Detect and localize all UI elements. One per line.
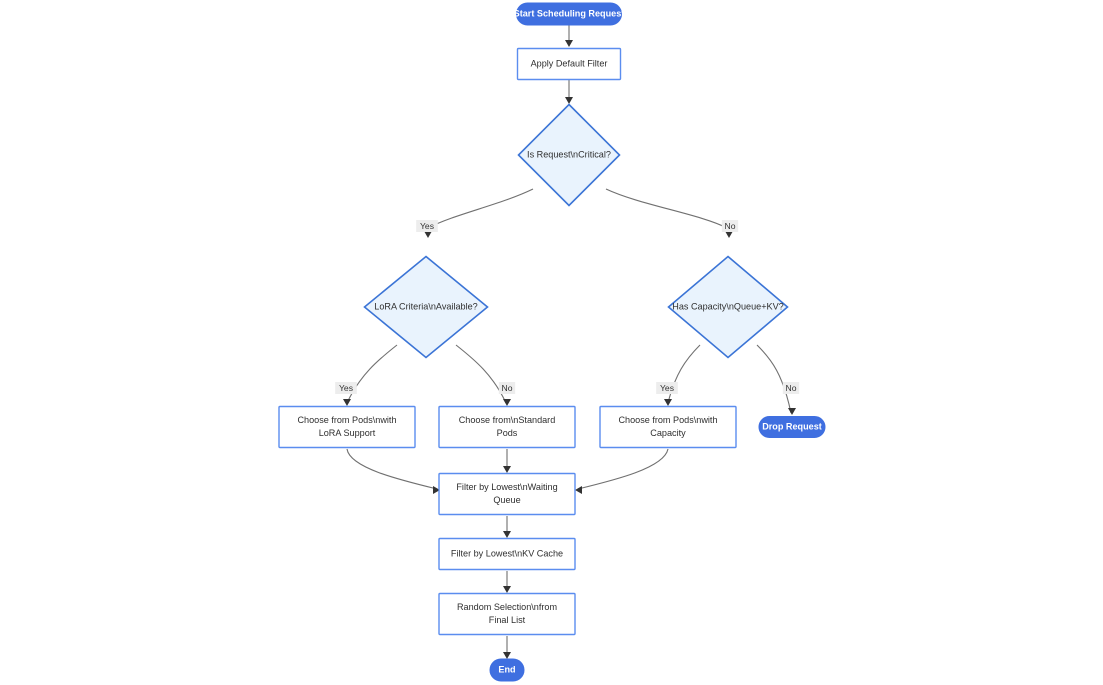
node-shape-rect-random_sel[interactable]	[438, 592, 576, 636]
arrowhead-a11	[575, 486, 582, 494]
node-label-drop: Drop Request	[762, 421, 822, 431]
node-shape-diamond-lora_crit[interactable]	[363, 255, 489, 359]
node-shape-rect-apply_filter[interactable]	[516, 47, 622, 81]
edge-lora_crit-to-pods_lora	[346, 344, 398, 404]
edge-label-bg-e4	[721, 220, 739, 232]
edge-label-text-e3: Yes	[420, 221, 434, 231]
arrowhead-a1	[565, 40, 573, 47]
node-label-filter_queue-line1: Filter by Lowest\nWaiting	[456, 482, 557, 492]
edge-label-e4: No	[721, 220, 739, 232]
node-label-random_sel-line1: Random Selection\nfrom	[457, 602, 557, 612]
node-label-apply_filter: Apply Default Filter	[531, 58, 608, 68]
node-label-pods_lora-line2: LoRA Support	[319, 428, 376, 438]
node-shape-diamond-is_critical[interactable]	[517, 103, 621, 207]
edge-label-bg-e6	[498, 382, 516, 394]
edge-label-e3: Yes	[416, 220, 438, 232]
edge-label-bg-e3	[416, 220, 438, 232]
edge-has_capacity-to-pods_cap	[667, 344, 701, 404]
edge-lora_crit-to-pods_std	[455, 344, 507, 404]
edge-pods_cap-to-filter_queue	[577, 448, 669, 490]
edge-pods_lora-to-filter_queue	[346, 448, 438, 490]
node-start[interactable]: Start Scheduling Request	[514, 2, 625, 26]
node-label-start: Start Scheduling Request	[514, 8, 625, 18]
node-label-pods_cap-line1: Choose from Pods\nwith	[618, 415, 717, 425]
arrowhead-a6	[503, 399, 511, 406]
node-label-pods_std-line1: Choose from\nStandard	[459, 415, 556, 425]
node-has_capacity[interactable]: Has Capacity\nQueue+KV?	[667, 255, 789, 359]
node-apply_filter[interactable]: Apply Default Filter	[516, 47, 622, 81]
node-shape-rect-pods_cap[interactable]	[599, 405, 737, 449]
edge-label-bg-e8	[782, 382, 800, 394]
edge-has_capacity-to-drop	[756, 344, 792, 414]
edge-label-e5: Yes	[335, 382, 357, 394]
arrowhead-a10	[503, 466, 511, 473]
arrowhead-a7	[664, 399, 672, 406]
node-lora_crit[interactable]: LoRA Criteria\nAvailable?	[363, 255, 489, 359]
arrowhead-a2	[565, 97, 573, 104]
node-label-has_capacity: Has Capacity\nQueue+KV?	[672, 301, 783, 311]
arrowhead-a8	[788, 408, 796, 415]
node-shape-pill-drop[interactable]	[758, 416, 826, 438]
edge-is_critical-to-lora_crit	[427, 188, 534, 229]
arrowhead-a5	[343, 399, 351, 406]
edge-label-e7: Yes	[656, 382, 678, 394]
node-label-pods_lora-line1: Choose from Pods\nwith	[297, 415, 396, 425]
node-shape-diamond-has_capacity[interactable]	[667, 255, 789, 359]
node-shape-rect-filter_queue[interactable]	[438, 472, 576, 516]
arrowhead-a12	[503, 531, 511, 538]
edge-label-bg-e5	[335, 382, 357, 394]
arrowhead-a14	[503, 652, 511, 659]
edge-label-e8: No	[782, 382, 800, 394]
node-shape-rect-filter_kv[interactable]	[438, 537, 576, 571]
edge-label-text-e4: No	[725, 221, 736, 231]
node-drop[interactable]: Drop Request	[758, 416, 826, 438]
node-end[interactable]: End	[489, 658, 525, 682]
arrowheads-layer	[343, 40, 796, 659]
arrowhead-a9	[433, 486, 440, 494]
edge-label-text-e8: No	[786, 383, 797, 393]
node-label-pods_cap-line2: Capacity	[650, 428, 686, 438]
arrowhead-a13	[503, 586, 511, 593]
node-label-filter_queue-line2: Queue	[493, 495, 520, 505]
node-shape-pill-start[interactable]	[516, 2, 622, 26]
node-label-pods_std-line2: Pods	[497, 428, 518, 438]
edge-label-text-e6: No	[502, 383, 513, 393]
edge-label-text-e7: Yes	[660, 383, 674, 393]
edge-label-e6: No	[498, 382, 516, 394]
node-label-lora_crit: LoRA Criteria\nAvailable?	[374, 301, 477, 311]
node-label-random_sel-line2: Final List	[489, 615, 526, 625]
node-label-filter_kv: Filter by Lowest\nKV Cache	[451, 548, 563, 558]
edge-label-text-e5: Yes	[339, 383, 353, 393]
node-shape-rect-pods_lora[interactable]	[278, 405, 416, 449]
node-label-end: End	[498, 664, 515, 674]
arrowhead-a3	[424, 231, 432, 238]
edge-label-bg-e7	[656, 382, 678, 394]
node-is_critical[interactable]: Is Request\nCritical?	[517, 103, 621, 207]
edge-is_critical-to-has_capacity	[605, 188, 728, 229]
node-label-is_critical: Is Request\nCritical?	[527, 149, 611, 159]
node-shape-pill-end[interactable]	[489, 658, 525, 682]
node-filter_kv[interactable]: Filter by Lowest\nKV Cache	[438, 537, 576, 571]
node-shape-rect-pods_std[interactable]	[438, 405, 576, 449]
arrowhead-a4	[725, 231, 733, 238]
